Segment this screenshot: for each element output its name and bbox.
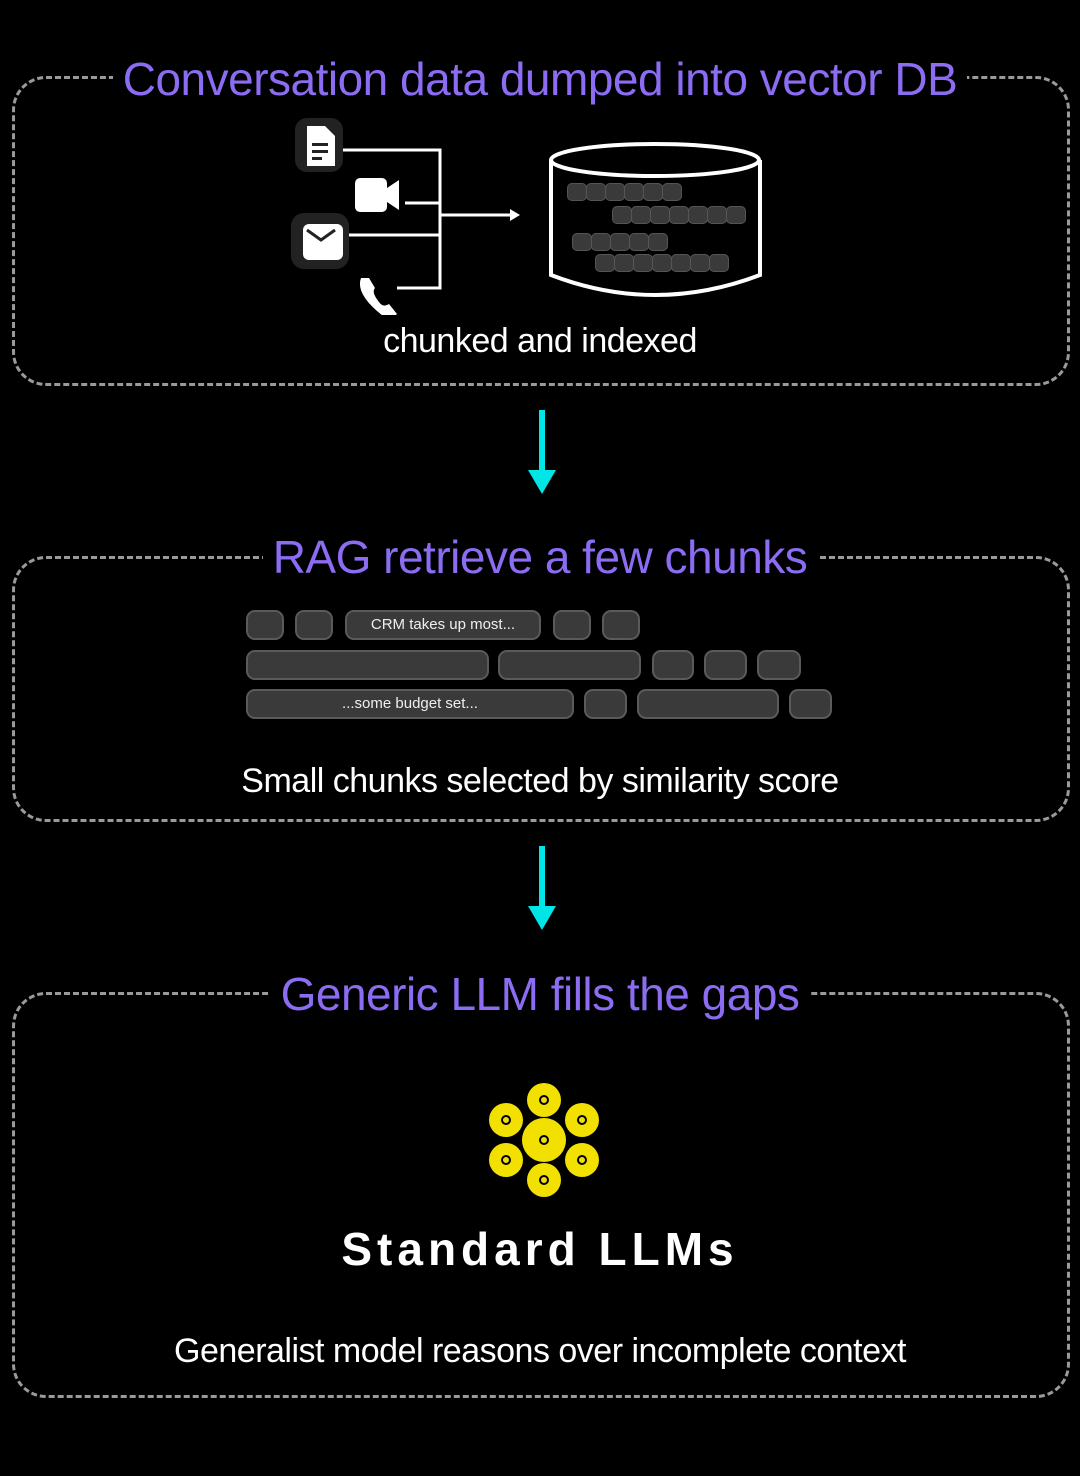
down-arrow-icon: [528, 410, 556, 494]
down-arrow-icon: [528, 846, 556, 930]
brand-name: Standard LLMs: [341, 1223, 739, 1275]
section-title-3: Generic LLM fills the gaps: [0, 967, 1080, 1021]
llm-logo-icon: [489, 1083, 599, 1197]
phone-icon: [360, 278, 397, 315]
section-caption-2: Small chunks selected by similarity scor…: [241, 762, 839, 800]
section-title-1: Conversation data dumped into vector DB: [0, 52, 1080, 106]
chunk-budget: ...some budget set...: [246, 689, 574, 719]
section-caption-1: chunked and indexed: [383, 322, 697, 360]
sources-diagram: [291, 118, 520, 315]
vector-db-cylinder-icon: [549, 142, 762, 297]
email-icon: [291, 213, 349, 269]
section-title-2: RAG retrieve a few chunks: [0, 530, 1080, 584]
chunk-crm: CRM takes up most...: [345, 610, 541, 640]
document-icon: [295, 118, 343, 172]
section-caption-3: Generalist model reasons over incomplete…: [174, 1332, 906, 1370]
video-icon: [355, 178, 399, 212]
